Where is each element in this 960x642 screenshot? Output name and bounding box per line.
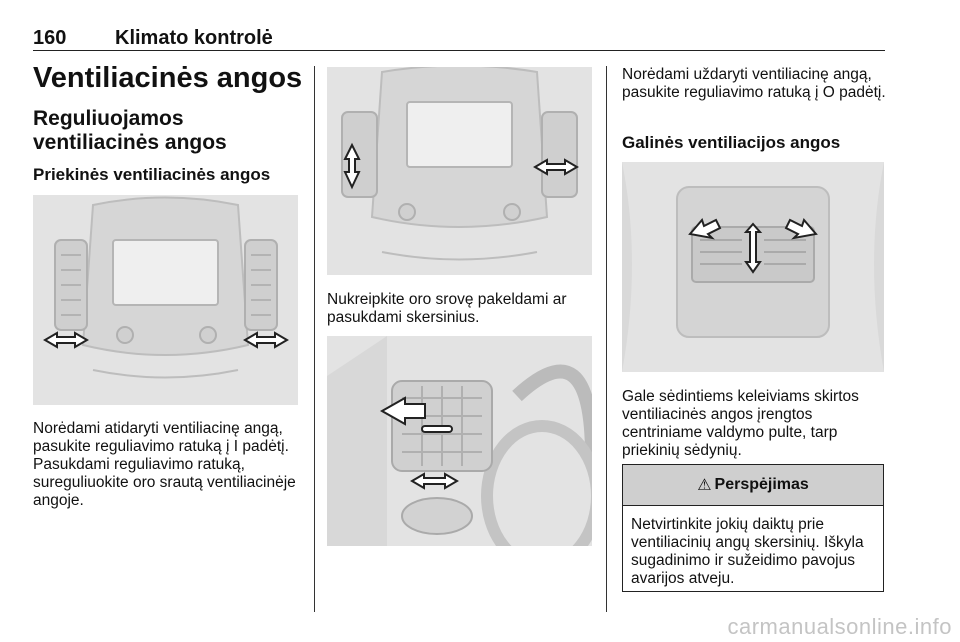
rear-vents-heading: Galinės ventiliacijos angos [622, 133, 841, 152]
header-divider [33, 50, 885, 51]
close-vent-text: Norėdami uždaryti ventiliacinę angą, pas… [622, 66, 886, 101]
warning-box: ⚠ Perspėjimas Netvirtinkite jokių daiktų… [622, 464, 884, 592]
column-divider-right [606, 66, 607, 612]
chapter-title: Klimato kontrolė [115, 27, 273, 49]
warning-title: Perspėjimas [714, 476, 809, 493]
front-vents-heading: Priekinės ventiliacinės angos [33, 165, 271, 184]
front-vents-illustration [33, 195, 298, 405]
column-divider-left [314, 66, 315, 612]
side-vent-illustration [327, 336, 592, 546]
rear-vents-illustration [622, 162, 884, 372]
vent-adjust-text: Nukreipkite oro srovę pakeldami ar pasuk… [327, 291, 567, 326]
vent-adjust-illustration [327, 67, 592, 275]
section-title: Ventiliacinės angos [33, 62, 303, 94]
warning-text: Netvirtinkite jokių daiktų prie ventilia… [631, 516, 864, 587]
warning-header: ⚠ Perspėjimas [623, 465, 883, 506]
page-number: 160 [33, 27, 67, 49]
section-subtitle: Reguliuojamos ventiliacinės angos [33, 107, 227, 154]
front-vents-text: Norėdami atidaryti ventiliacinę angą, pa… [33, 420, 296, 509]
warning-triangle-icon: ⚠ [697, 477, 712, 494]
rear-vents-text: Gale sėdintiems keleiviams skirtos venti… [622, 388, 859, 459]
watermark: carmanualsonline.info [727, 614, 952, 639]
